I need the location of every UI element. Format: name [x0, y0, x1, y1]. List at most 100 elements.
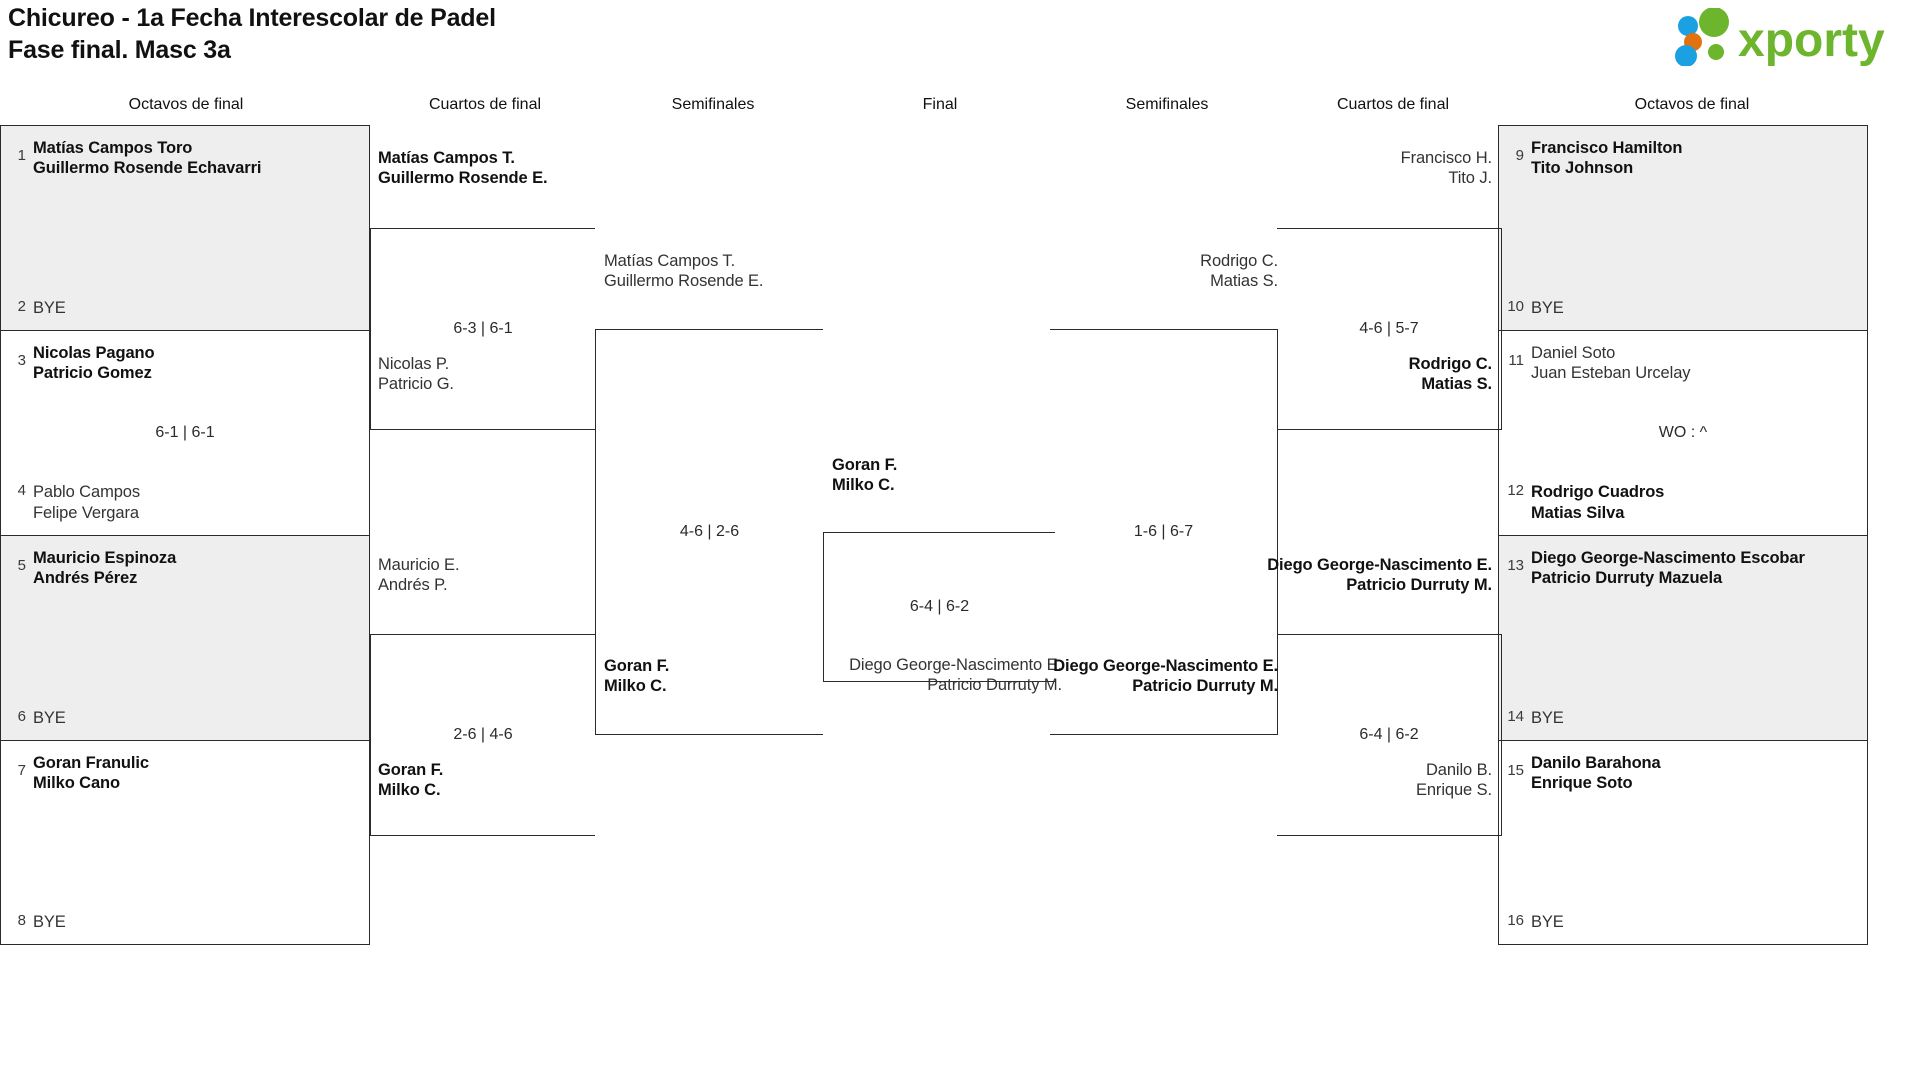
tournament-title: Chicureo - 1a Fecha Interescolar de Pade…: [8, 4, 496, 32]
match-right-qf-1[interactable]: 4-6 | 5-7: [1277, 228, 1502, 430]
team-right-sf-bottom: Diego George-Nascimento E. Patricio Durru…: [1038, 656, 1278, 697]
player-name: BYE: [1531, 298, 1564, 317]
player-name: Goran F.: [378, 761, 444, 779]
player-name: Andrés Pérez: [33, 569, 138, 588]
match-final-left[interactable]: 6-4 | 6-2: [823, 532, 1055, 682]
page-title: Chicureo - 1a Fecha Interescolar de Pade…: [8, 2, 496, 66]
match-score: 4-6 | 5-7: [1359, 320, 1419, 337]
match-left-qf-1[interactable]: 6-3 | 6-1: [370, 228, 595, 430]
seed-number: 9: [1515, 147, 1524, 164]
player-name: Matías Campos T.: [604, 252, 736, 270]
player-name: Diego George-Nascimento E.: [1053, 657, 1278, 675]
seed-number: 12: [1507, 482, 1524, 500]
player-name: Matias Silva: [1531, 503, 1625, 522]
player-name: Rodrigo C.: [1200, 252, 1278, 270]
player-name: Francisco Hamilton: [1531, 139, 1683, 157]
player-name: Enrique S.: [1415, 781, 1492, 800]
seed-number: 2: [17, 297, 26, 315]
player-name: Milko C.: [832, 476, 895, 495]
player-name: Patricio Durruty M.: [1346, 576, 1492, 595]
match-left-semifinal[interactable]: 4-6 | 2-6: [595, 329, 823, 735]
team-final-champion: Goran F. Milko C.: [832, 455, 1062, 496]
player-name: Andrés P.: [378, 576, 448, 595]
player-name: Matías Campos Toro: [33, 139, 193, 157]
player-name: Felipe Vergara: [33, 503, 139, 522]
player-name: Pablo Campos: [33, 483, 141, 502]
match-score: 6-4 | 6-2: [909, 598, 970, 615]
player-name: Enrique Soto: [1531, 774, 1633, 793]
team-names: BYE: [1531, 912, 1564, 932]
player-name: Diego George-Nascimento E.: [849, 656, 1062, 674]
player-name: Patricio Durruty Mazuela: [1531, 569, 1723, 588]
player-name: Daniel Soto: [1531, 344, 1616, 362]
player-name: Juan Esteban Urcelay: [1531, 364, 1691, 383]
seed-number: 15: [1507, 762, 1524, 779]
player-name: Patricio Durruty M.: [1132, 677, 1278, 696]
team-final-runnerup-mirror: Diego George-Nascimento E. Patricio Durru…: [832, 655, 1062, 696]
seed-number: 13: [1507, 557, 1524, 574]
player-name: Guillermo Rosende E.: [604, 272, 764, 291]
player-name: Rodrigo C.: [1408, 355, 1492, 373]
player-name: Francisco H.: [1400, 149, 1492, 167]
team-right-qf1-bottom: Rodrigo C. Matias S.: [1262, 354, 1492, 395]
team-left-qf2-bottom: Goran F.Milko C.: [378, 760, 608, 801]
round-heading-6: Octavos de final: [1634, 96, 1750, 113]
player-name: Goran F.: [604, 657, 670, 675]
seed-number: 7: [17, 762, 26, 779]
round-heading-5: Cuartos de final: [1336, 96, 1450, 113]
player-name: Nicolas Pagano: [33, 344, 155, 362]
xporty-logo: xporty: [1668, 8, 1908, 66]
seed-number: 8: [17, 911, 26, 929]
match-score: 1-6 | 6-7: [1133, 523, 1194, 540]
seed-number: 10: [1507, 297, 1524, 315]
team-left-qf2-top: Mauricio E.Andrés P.: [378, 555, 608, 596]
team-left-sf-top: Matías Campos T. Guillermo Rosende E.: [604, 251, 844, 292]
team-names: BYE: [33, 708, 66, 728]
match-score: 4-6 | 2-6: [679, 523, 740, 540]
player-name: BYE: [1531, 708, 1564, 727]
player-name: Nicolas P.: [378, 355, 450, 373]
player-name: Diego George-Nascimento E.: [1267, 556, 1492, 574]
player-name: Matias S.: [1421, 375, 1492, 394]
seed-number: 11: [1508, 352, 1524, 369]
player-name: Danilo B.: [1425, 761, 1492, 779]
team-right-sf-top: Rodrigo C.Matias S.: [1038, 251, 1278, 292]
player-name: Tito Johnson: [1531, 159, 1634, 178]
seed-number: 14: [1507, 707, 1524, 725]
player-name: Mauricio Espinoza: [33, 549, 177, 567]
player-name: Patricio Durruty M.: [927, 676, 1062, 695]
player-name: Goran F.: [832, 456, 898, 474]
logo-wordmark: xporty: [1738, 14, 1885, 66]
player-name: Tito J.: [1448, 169, 1492, 188]
team-left-qf1-bottom: Nicolas P.Patricio G.: [378, 354, 608, 395]
player-name: Goran Franulic: [33, 754, 149, 772]
round-heading-3: Final: [922, 96, 958, 113]
match-score: WO : ^: [1658, 424, 1708, 441]
match-right-semifinal[interactable]: 1-6 | 6-7: [1050, 329, 1278, 735]
seed-number: 6: [17, 707, 26, 725]
team-names: BYE: [33, 912, 66, 932]
match-left-qf-2[interactable]: 2-6 | 4-6: [370, 634, 595, 836]
match-score: 6-3 | 6-1: [453, 320, 513, 337]
player-name: Matías Campos T.: [378, 149, 515, 167]
match-right-qf-2[interactable]: 6-4 | 6-2: [1277, 634, 1502, 836]
player-name: BYE: [1531, 912, 1564, 931]
